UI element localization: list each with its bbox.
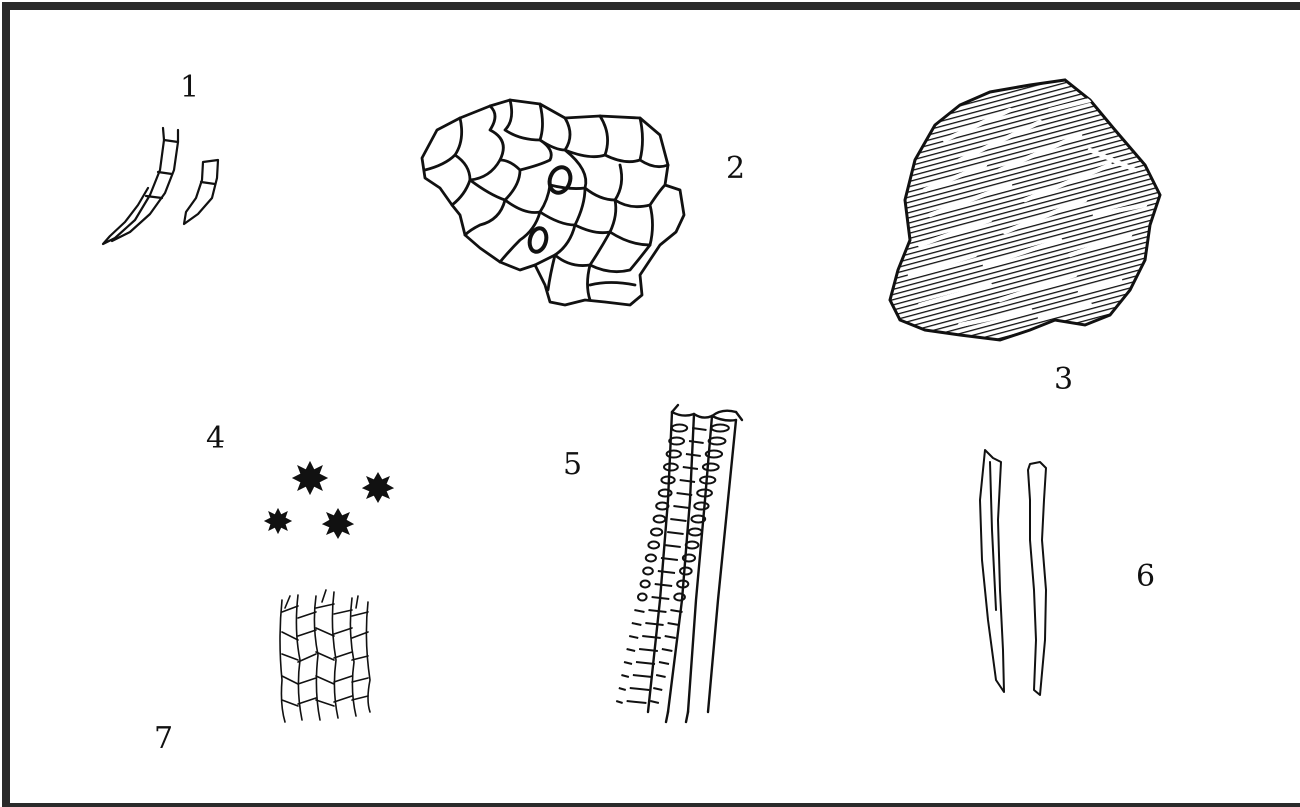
label-4: 4 (206, 421, 225, 456)
druse-crystal (363, 473, 393, 502)
label-2: 2 (726, 151, 745, 186)
label-6: 6 (1136, 559, 1155, 594)
label-5: 5 (563, 447, 582, 482)
druse-crystal (265, 509, 291, 533)
label-1: 1 (180, 70, 199, 105)
label-7: 7 (154, 721, 173, 756)
label-3: 3 (1054, 362, 1073, 397)
druse-crystal (323, 509, 353, 538)
druse-crystal (293, 462, 327, 494)
